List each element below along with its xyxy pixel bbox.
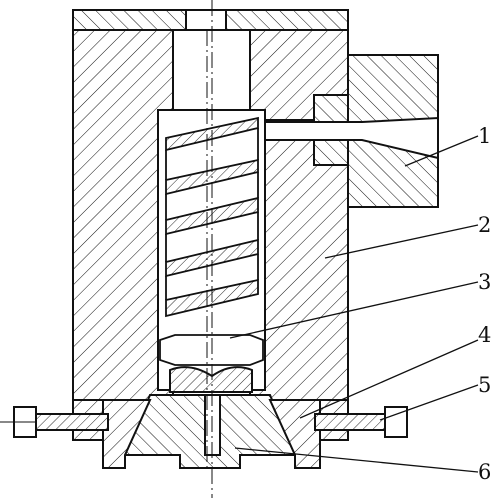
callout-4: 4 (478, 323, 491, 347)
screw-core-part-3 (159, 116, 264, 366)
feed-block-part-1 (250, 54, 439, 208)
callout-3: 3 (478, 270, 491, 294)
adjusting-bolt-right-part-5 (314, 406, 408, 438)
callout-1: 1 (478, 124, 491, 148)
callout-2: 2 (478, 213, 491, 237)
callout-5: 5 (478, 373, 491, 397)
top-plate (72, 9, 349, 31)
adjusting-bolt-left (0, 406, 109, 438)
leader-lines (229, 135, 479, 473)
callout-6: 6 (478, 460, 491, 484)
